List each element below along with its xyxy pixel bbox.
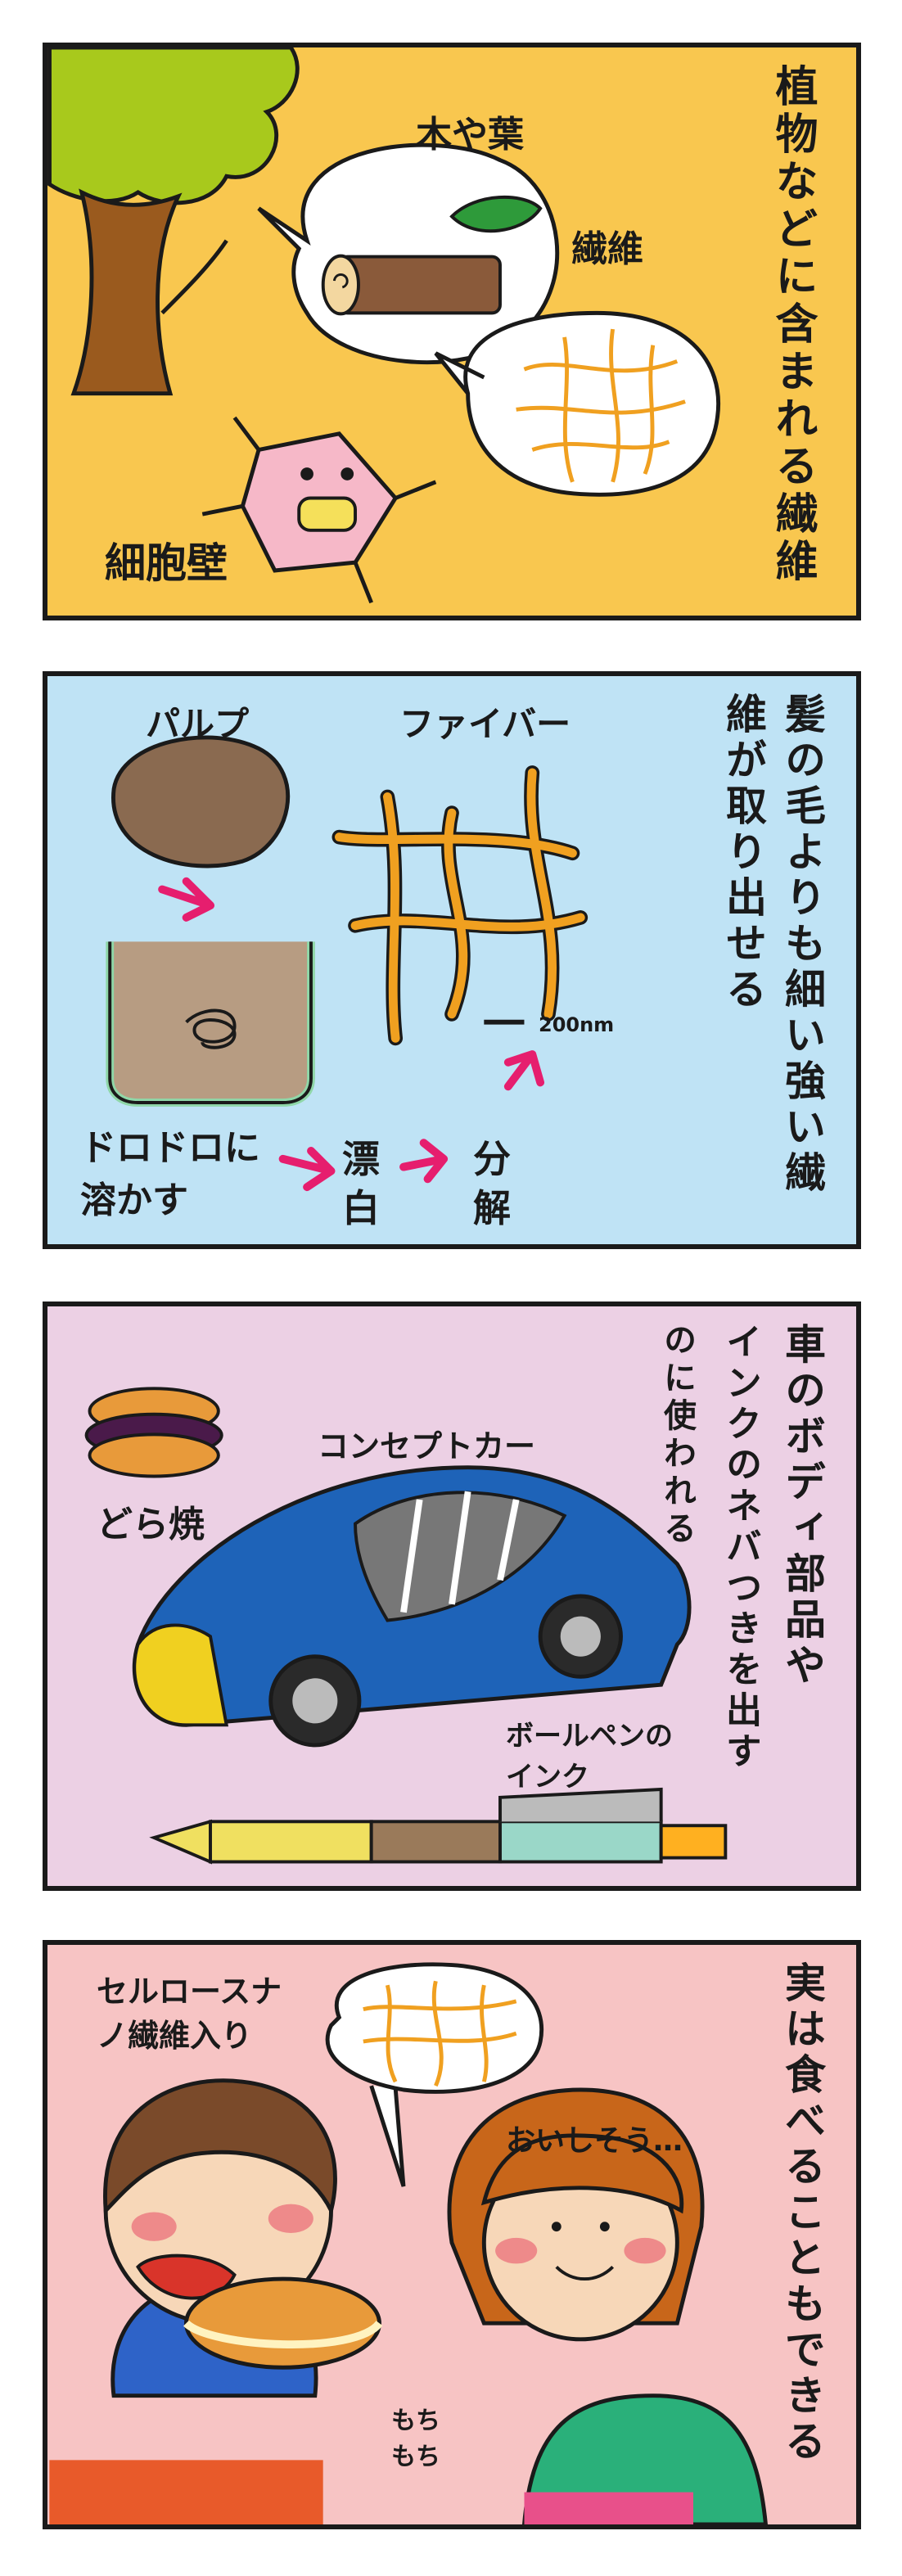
label-ballpen-ink: ボールペンのインク bbox=[506, 1720, 673, 1793]
pulp-icon bbox=[111, 735, 291, 868]
label-decompose: 分解 bbox=[473, 1137, 516, 1230]
label-fiber: 繊維 bbox=[571, 228, 643, 270]
panel-4-caption: 実は食べることもできる bbox=[778, 1961, 826, 2465]
dorayaki-eaten-icon bbox=[183, 2276, 383, 2370]
label-scale: 200nm bbox=[539, 1013, 615, 1036]
speech-tasty: おいしそう… bbox=[506, 2124, 683, 2158]
label-dorayaki: どら焼 bbox=[97, 1504, 205, 1545]
label-dissolve: ドロドロに溶かす bbox=[80, 1127, 260, 1221]
bubble-fiber-2 bbox=[325, 1962, 543, 2187]
concept-car-icon bbox=[132, 1465, 692, 1748]
panel-2: パルプ ファイバー 200nm ドロドロに溶かす 漂白 分解 髪の毛よりも細い強… bbox=[43, 671, 861, 1249]
sound-chewy: もちもち bbox=[391, 2407, 440, 2471]
fiber-strands bbox=[516, 328, 686, 483]
bubble-fiber bbox=[434, 310, 720, 497]
panel-2-illustration bbox=[106, 735, 589, 1192]
label-pulp: パルプ bbox=[146, 704, 250, 744]
panel-3-illustration bbox=[84, 1387, 728, 1865]
label-fiber-title: ファイバー bbox=[399, 704, 571, 744]
leaf-icon bbox=[449, 196, 543, 233]
label-cellulose: セルロースナノ繊維入り bbox=[97, 1974, 282, 2054]
panel-3: どら焼 コンセプトカー ボールペンのインク 車のボディ部品や インクのネバつきを… bbox=[43, 1302, 861, 1891]
tree-trunk bbox=[70, 188, 183, 396]
girl-character bbox=[447, 2087, 768, 2524]
tree-crown bbox=[47, 47, 300, 205]
panel-3-caption-line3: のに使われる bbox=[658, 1323, 696, 1549]
panel-4-illustration bbox=[49, 1962, 768, 2524]
label-bleach: 漂白 bbox=[342, 1137, 385, 1230]
ballpen-icon bbox=[149, 1787, 728, 1865]
label-wood-leaf: 木や葉 bbox=[416, 114, 524, 156]
dorayaki-icon bbox=[84, 1387, 223, 1478]
arrow-up-icon bbox=[503, 1050, 545, 1091]
panel-1-caption: 植物などに含まれる繊維 bbox=[768, 64, 817, 586]
panel-4: セルロースナノ繊維入り おいしそう… もちもち 実は食べることもできる bbox=[43, 1940, 861, 2529]
label-cell-wall: 細胞壁 bbox=[105, 539, 228, 587]
arrow-right-icon-2 bbox=[399, 1139, 449, 1184]
panel-3-caption-line2: インクのネバつきを出す bbox=[719, 1323, 761, 1773]
arrow-right-icon-1 bbox=[278, 1147, 336, 1192]
panel-1-illustration bbox=[47, 47, 720, 604]
log-icon bbox=[337, 255, 502, 315]
arrow-down-icon bbox=[158, 877, 215, 922]
panel-1: 木や葉 繊維 細胞壁 植物などに含まれる繊維 bbox=[43, 43, 861, 620]
label-concept-car: コンセプトカー bbox=[318, 1428, 536, 1464]
beaker-icon bbox=[106, 941, 315, 1107]
panel-2-caption: 髪の毛よりも細い強い繊維が取り出せる bbox=[719, 692, 826, 1197]
boy-character bbox=[49, 2078, 337, 2524]
panel-3-caption-line1: 車のボディ部品や bbox=[778, 1323, 826, 1690]
